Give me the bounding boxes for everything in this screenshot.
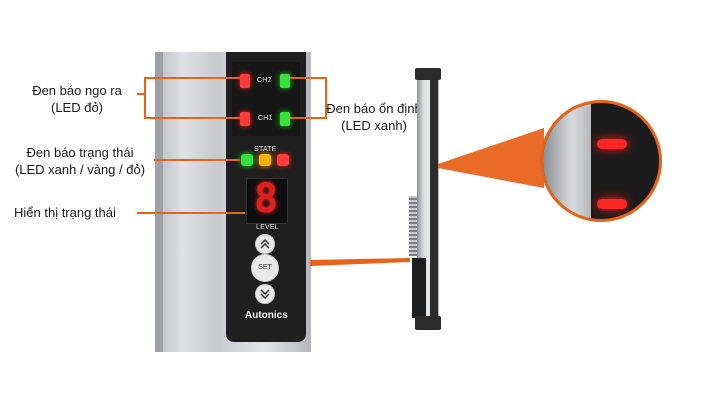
down-button[interactable]	[255, 284, 275, 304]
brand-logo: Autonics	[245, 310, 288, 321]
output-callout-line	[137, 93, 145, 95]
zoom-circle	[540, 100, 662, 222]
state-label: STATE	[254, 146, 277, 153]
sensor-top-cap	[415, 68, 441, 80]
output-bracket-bottom	[144, 117, 240, 119]
up-button[interactable]	[255, 234, 275, 254]
digit-display-frame	[246, 178, 288, 224]
connector-line	[310, 258, 410, 266]
state-led-yellow	[259, 154, 271, 166]
output-bracket-vertical	[144, 77, 146, 119]
sensor-lens-strip	[409, 196, 417, 256]
housing-edge	[155, 52, 163, 352]
output-bracket-top	[144, 77, 240, 79]
state-indicator-line1: Đen báo trạng thái	[26, 145, 134, 160]
stable-bracket-vertical	[325, 77, 327, 119]
ch2-stable-led	[280, 74, 290, 88]
stable-bracket-bottom	[290, 117, 326, 119]
sensor-bottom-cap	[415, 316, 441, 330]
output-indicator-line2: (LED đỏ)	[50, 100, 104, 115]
output-indicator-label: Đen báo ngo ra (LED đỏ)	[18, 82, 136, 116]
stable-indicator-line1: Đen báo ổn định	[326, 101, 422, 116]
zoom-led-bottom	[597, 199, 627, 209]
status-display-label: Hiển thị trạng thái	[14, 205, 116, 220]
set-button-label: SET	[258, 264, 272, 271]
zoom-callout-wedge	[438, 128, 544, 188]
stable-indicator-label: Đen báo ổn định (LED xanh)	[322, 100, 426, 134]
zoom-led-top	[597, 139, 627, 149]
sensor-mini-panel	[412, 258, 426, 318]
ch1-label: CH1	[258, 115, 273, 122]
stable-indicator-line2: (LED xanh)	[341, 118, 407, 133]
sensor-window	[430, 80, 438, 320]
status-callout-line	[137, 212, 245, 214]
zoom-metal-edge	[543, 103, 591, 219]
level-label: LEVEL	[256, 224, 279, 231]
ch1-output-led	[240, 112, 250, 126]
status-digit: 8	[253, 176, 279, 222]
chevron-double-up-icon	[260, 238, 270, 249]
chevron-double-down-icon	[260, 289, 270, 300]
ch2-output-led	[240, 74, 250, 88]
state-indicator-line2: (LED xanh / vàng / đỏ)	[14, 162, 146, 177]
state-callout-line	[154, 159, 240, 161]
state-indicator-label: Đen báo trạng thái (LED xanh / vàng / đỏ…	[6, 144, 154, 178]
set-button[interactable]: SET	[251, 254, 279, 282]
state-led-red	[277, 154, 289, 166]
state-led-green	[241, 154, 253, 166]
ch2-label: CH2	[257, 77, 272, 84]
stable-bracket-top	[290, 77, 326, 79]
output-indicator-line1: Đen báo ngo ra	[32, 83, 122, 98]
ch1-stable-led	[280, 112, 290, 126]
